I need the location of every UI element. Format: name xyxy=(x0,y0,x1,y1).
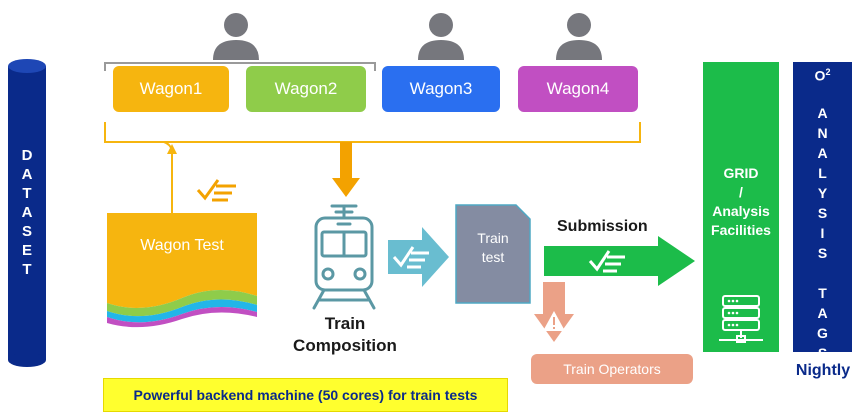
grid-line3: Analysis xyxy=(712,203,770,219)
checklist-icon xyxy=(392,246,429,269)
wagon-4[interactable]: Wagon4 xyxy=(518,66,638,112)
wagon-test-label: Wagon Test xyxy=(140,237,224,254)
train-test-document xyxy=(455,204,531,304)
person-icon xyxy=(213,13,259,60)
wagon-test-document: Wagon Test xyxy=(107,213,257,328)
analysis-tags-letter: S xyxy=(817,345,828,361)
person-icon xyxy=(418,13,464,60)
arrow-up-to-wagons xyxy=(167,144,177,214)
analysis-tags-letter xyxy=(793,263,852,283)
analysis-tags-letter: N xyxy=(817,125,828,141)
wagon-test-stack xyxy=(107,213,257,328)
person-icon xyxy=(556,13,602,60)
train-composition-line1: Train xyxy=(324,314,366,333)
train-test-line2: test xyxy=(481,249,505,265)
analysis-tags-letter: L xyxy=(818,165,827,181)
dataset-label: DATASET xyxy=(21,147,33,278)
checklist-icon xyxy=(588,250,625,273)
analysis-tags-letter: S xyxy=(817,245,828,261)
analysis-tags-letter: G xyxy=(817,325,828,341)
warning-icon xyxy=(543,311,565,331)
analysis-tags-letter: S xyxy=(817,205,828,221)
o2-superscript: 2 xyxy=(825,67,831,77)
backend-note-box: Powerful backend machine (50 cores) for … xyxy=(103,378,508,412)
grid-line4: Facilities xyxy=(711,222,771,238)
analysis-tags-letter: T xyxy=(818,285,827,301)
dataset-cylinder: DATASET xyxy=(8,58,46,368)
cylinder-shape xyxy=(8,59,46,367)
analysis-tags-letter: A xyxy=(817,145,828,161)
checklist-icon xyxy=(196,179,236,202)
train-icon xyxy=(312,204,376,310)
analysis-tags-letter: A xyxy=(817,105,828,121)
train-operators-box: Train Operators xyxy=(531,354,693,384)
arrow-down-to-train xyxy=(332,142,360,197)
o2-label: O2 xyxy=(793,67,852,84)
wagon-2[interactable]: Wagon2 xyxy=(246,66,366,112)
analysis-tags-letter: Y xyxy=(817,185,828,201)
wagon-1[interactable]: Wagon1 xyxy=(113,66,229,112)
train-test-line1: Train xyxy=(477,230,509,246)
user-bracket xyxy=(104,62,376,71)
wagon-bracket xyxy=(104,122,641,151)
submission-arrow xyxy=(544,236,695,286)
train-composition-line2: Composition xyxy=(293,336,397,355)
backend-note-label: Powerful backend machine (50 cores) for … xyxy=(133,387,478,403)
grid-box: GRID / Analysis Facilities xyxy=(703,62,779,352)
analysis-tags-letter: I xyxy=(820,225,825,241)
grid-line2: / xyxy=(739,184,743,200)
wagon-3[interactable]: Wagon3 xyxy=(382,66,500,112)
o2-letter: O xyxy=(814,67,826,84)
nightly-label: Nightly xyxy=(795,362,851,379)
arrow-to-train-test xyxy=(388,227,449,287)
train-operators-label: Train Operators xyxy=(563,361,661,377)
server-rack-icon xyxy=(719,295,763,343)
analysis-tags-letter: A xyxy=(817,305,828,321)
grid-line1: GRID xyxy=(723,165,759,181)
submission-label: Submission xyxy=(557,218,648,235)
